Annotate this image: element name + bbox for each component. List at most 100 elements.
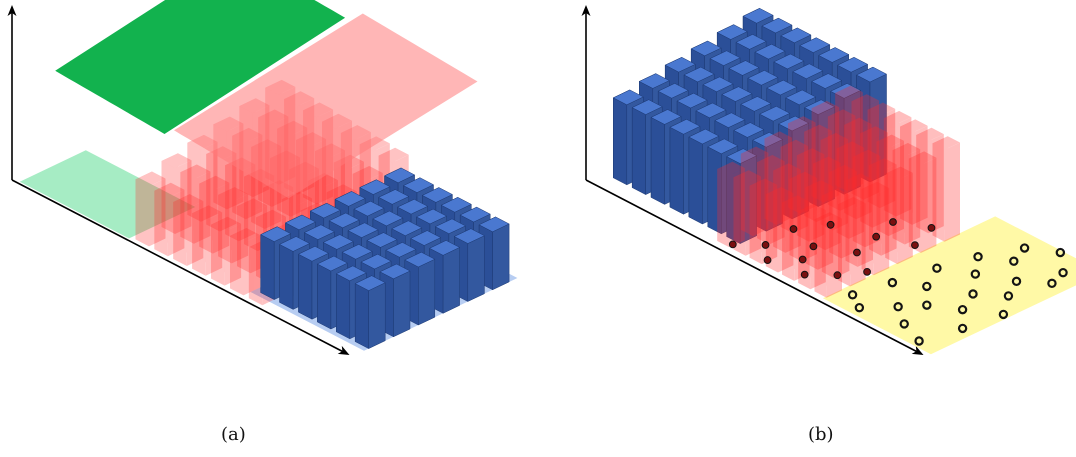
b-red-point [911,241,919,250]
a-red-bar-right-face [231,194,249,264]
a-red-bar-top-face [154,182,185,198]
b-red-bar [869,158,897,256]
b-blue-bar-top-face [657,83,689,99]
b-blue-bar-top-face [707,138,739,155]
b-red-bar-left-face [757,155,773,239]
a-blue-bar-top-face [421,187,453,203]
b-red-bar-left-face [764,131,780,219]
b-blue-bar-top-face [676,92,708,109]
b-red-bar-right-face [823,107,840,203]
b-red-bar-front-face [780,147,793,234]
b-red-bar-left-face [876,134,892,230]
b-red-bar-right-face [904,149,921,245]
b-red-bar-top-face [796,148,825,162]
a-green-floor-region [19,150,196,239]
b-blue-bar-top-face [690,40,722,57]
a-red-bar-left-face [192,205,209,269]
b-blue-bar-top-face [735,34,767,50]
b-red-bar-left-face [733,170,749,250]
b-red-bar-right-face [928,134,944,234]
b-red-bar-right-face [816,130,832,223]
panel-b [581,5,1076,355]
b-red-bar [765,187,794,273]
b-red-bar-right-face [848,147,865,239]
a-red-bar-front-face [192,213,206,276]
caption-b: (b) [808,424,834,445]
b-red-bar-left-face [900,119,916,219]
b-yellow-point [854,302,865,313]
b-red-bar [757,155,785,245]
b-red-bar-left-face [892,143,908,239]
b-red-bar-left-face [829,165,845,253]
a-blue-bar-top-face [453,228,485,244]
b-red-bar-right-face [881,164,897,256]
b-red-bar-right-face [912,125,928,225]
b-yellow-point [893,302,903,312]
b-blue-bar-top-face [752,132,784,148]
b-blue-bar-front-face [688,136,703,225]
b-red-bar-top-face [892,143,921,157]
a-red-bar-left-face [135,171,152,240]
b-red-bar-front-face [757,162,770,245]
b-blue-bar-top-face [837,57,869,73]
b-red-bar-right-face [847,92,863,192]
b-red-point [826,220,835,229]
a-red-bar-left-face [206,146,223,225]
b-red-bar-front-face [717,169,730,248]
a-red-bar-front-face [135,179,149,247]
a-red-bar-top-face [237,198,268,214]
b-yellow-point [1011,276,1022,287]
b-red-bar-right-face [840,115,856,211]
b-red-bar-right-face [792,146,809,234]
b-red-bar [860,126,888,228]
b-red-bar-top-face [908,151,937,165]
b-red-bar-front-face [764,138,777,225]
a-blue-bar-top-face [334,191,366,207]
b-blue-bar-top-face [830,83,862,99]
b-red-bar [900,119,928,225]
b-vertical-axis-arrow [581,5,591,16]
b-blue-bar-top-face [664,57,696,73]
b-red-bar-left-face [773,163,789,247]
b-red-bar [845,173,873,267]
b-red-bar-left-face [861,181,877,269]
a-blue-bar-top-face [410,230,442,246]
b-red-bar-right-face [872,132,888,228]
b-red-bar-top-face [916,127,944,142]
b-blue-bar-top-face [631,99,663,115]
a-blue-bar-right-face [393,270,411,338]
b-blue-bar-top-face [780,27,812,44]
b-red-point [863,267,871,276]
b-blue-bar-top-face [669,119,701,135]
b-red-bar-left-face [932,136,948,236]
a-blue-bar-top-face [335,265,367,282]
b-red-bar-front-face [788,123,801,214]
a-red-bar-left-face [230,228,247,289]
a-red-bar-right-face [149,178,166,247]
b-red-bar [836,141,865,239]
b-red-bar-top-face [813,156,841,171]
a-red-bar-top-face [281,191,312,207]
a-blue-bar-top-face [378,189,410,205]
a-blue-bar-front-face [279,243,294,310]
b-red-bar-left-face [814,212,830,292]
b-red-bar-front-face [860,133,873,228]
b-floor-axis [585,179,920,354]
b-blue-bar-top-face [695,102,727,119]
b-yellow-point [1047,278,1057,289]
b-red-bar-front-face [811,108,824,203]
a-red-bar-front-face [248,247,263,306]
b-blue-bar-top-face [702,76,734,92]
a-red-bar-top-face [192,205,223,221]
b-red-bar-front-face [876,141,889,237]
a-red-bar-front-face [187,142,201,222]
a-blue-bar-top-face [402,177,435,193]
b-red-bar-front-face [789,179,802,262]
b-red-bar-left-face [845,173,861,261]
b-red-bar-top-face [821,188,850,203]
b-red-point [853,248,861,257]
b-red-bar-top-face [820,133,848,147]
b-red-bar-right-face [753,152,769,237]
a-green-surface [55,0,346,134]
b-blue-bar-top-face [766,79,798,96]
